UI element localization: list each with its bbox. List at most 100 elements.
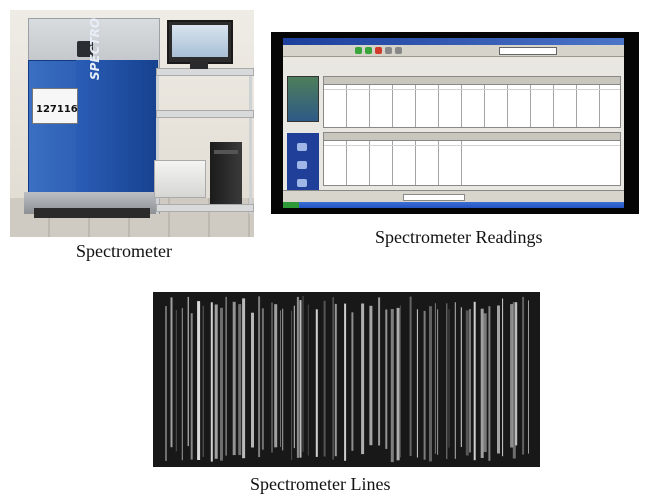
spectral-line	[429, 306, 432, 462]
spectral-line	[480, 308, 484, 458]
table-row	[324, 85, 620, 90]
pc-drive-bay	[214, 150, 238, 154]
spectral-line	[528, 300, 529, 454]
spectral-line	[197, 301, 201, 460]
spectral-line	[291, 310, 293, 460]
nav-icon	[297, 143, 307, 151]
spectral-line	[473, 301, 476, 461]
start-button	[283, 202, 299, 208]
taskbar	[283, 202, 624, 208]
spectral-line	[409, 296, 412, 456]
spectral-line	[434, 303, 436, 454]
printer	[154, 160, 206, 198]
caption-spectrometer-lines: Spectrometer Lines	[250, 474, 391, 494]
spectral-line	[497, 305, 500, 454]
spectral-line	[454, 302, 456, 459]
pc-tower	[210, 142, 242, 204]
spectral-line	[369, 305, 373, 446]
spectral-line	[210, 302, 213, 462]
spectral-line	[258, 296, 261, 458]
toolbar-button	[365, 47, 372, 54]
spectrometer-side-panel	[76, 60, 156, 192]
spectral-line	[202, 305, 204, 457]
brand-logo: SPECTRO	[88, 17, 102, 80]
window-titlebar	[283, 38, 624, 45]
nav-icon	[297, 161, 307, 169]
spectrometer-readings-photo	[271, 32, 639, 214]
spectrometer-foot	[34, 208, 150, 218]
results-table-upper	[323, 76, 621, 128]
spectral-line	[448, 309, 450, 448]
spectrometer-photo: SPECTRO 127116	[10, 10, 254, 237]
spectral-line	[522, 296, 525, 455]
spectral-line	[515, 302, 518, 446]
toolbar-button	[395, 47, 402, 54]
cart-shelf	[156, 204, 254, 212]
spectral-line	[242, 298, 246, 459]
monitor-screen	[172, 25, 228, 57]
spectrometer-lines-photo	[153, 292, 540, 467]
spectral-line	[293, 305, 295, 449]
spectral-line	[399, 305, 401, 458]
spectral-line	[274, 304, 278, 448]
spectral-line	[282, 308, 284, 451]
computer-monitor	[167, 20, 233, 64]
spectral-line	[378, 297, 381, 446]
side-navigation-panel	[287, 133, 319, 195]
status-area	[283, 190, 624, 203]
caption-spectrometer: Spectrometer	[76, 241, 172, 261]
spectral-line	[299, 300, 302, 458]
toolbar-button	[355, 47, 362, 54]
nav-icon	[297, 179, 307, 187]
spectral-line	[510, 304, 514, 448]
sample-thumbnail	[287, 76, 319, 122]
spectral-line	[187, 296, 189, 447]
toolbar-button	[375, 47, 382, 54]
spectral-line	[465, 310, 469, 456]
table-header	[324, 77, 620, 85]
spectral-line	[302, 296, 304, 452]
spectral-line	[190, 313, 193, 460]
spectral-line	[483, 313, 487, 452]
table-grid	[324, 133, 472, 185]
spectral-line	[512, 302, 516, 459]
spectral-line	[307, 304, 309, 456]
spectral-line	[334, 303, 337, 457]
spectral-line	[181, 308, 183, 461]
table-grid	[324, 77, 620, 127]
spectral-line	[396, 307, 400, 461]
spectral-line	[225, 296, 227, 456]
spectral-line	[238, 304, 242, 456]
spectral-line	[232, 301, 236, 456]
spectral-line	[170, 297, 173, 448]
equipment-cart	[156, 68, 252, 214]
caption-spectrometer-readings: Spectrometer Readings	[375, 227, 543, 247]
spectral-line	[423, 310, 426, 460]
cart-shelf	[156, 110, 254, 118]
spectral-line	[220, 307, 223, 461]
spectral-line	[214, 304, 218, 459]
spectral-line	[332, 297, 334, 460]
spectral-line	[469, 309, 471, 453]
sample-stand	[77, 41, 93, 57]
spectral-line	[344, 303, 347, 461]
spectral-line	[437, 309, 439, 455]
spectral-line	[296, 296, 299, 458]
progress-bar	[403, 194, 465, 201]
software-toolbar	[283, 45, 624, 57]
spectral-line	[385, 309, 388, 449]
table-header	[324, 133, 620, 141]
spectral-line	[416, 309, 418, 458]
monitor-stand	[190, 61, 208, 69]
program-select	[499, 47, 557, 55]
spectral-line	[271, 302, 273, 453]
spectral-line	[351, 312, 354, 451]
spectral-line	[280, 310, 281, 447]
toolbar-button	[385, 47, 392, 54]
emission-lines-image	[165, 296, 529, 463]
spectral-line	[502, 298, 504, 457]
spectral-line	[323, 300, 326, 457]
asset-label: 127116	[32, 88, 78, 124]
spectral-line	[315, 309, 318, 457]
spectral-line	[361, 303, 365, 455]
